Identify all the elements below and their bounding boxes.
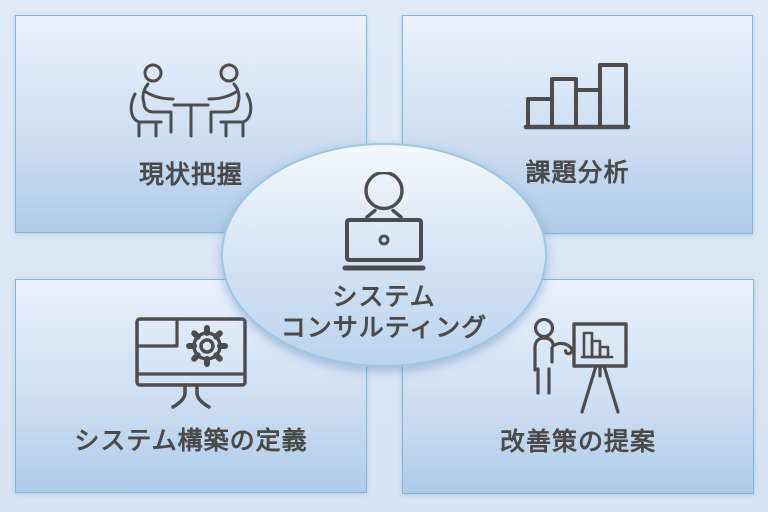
card-current-status: 現状把握 xyxy=(15,15,367,233)
card-label: 課題分析 xyxy=(525,158,630,187)
diagram-title: システム コンサルティング xyxy=(281,282,488,345)
monitor-gear-icon xyxy=(135,316,247,414)
gear-icon xyxy=(186,325,228,368)
consultant-laptop-icon xyxy=(342,171,426,272)
meeting-icon xyxy=(125,58,257,146)
diagram-title-line1: システム xyxy=(332,282,436,311)
presentation-icon xyxy=(526,317,630,417)
card-label: 現状把握 xyxy=(138,161,243,190)
diagram-title-line2: コンサルティング xyxy=(280,314,488,342)
center-ellipse: システム コンサルティング xyxy=(221,143,547,367)
card-label: システム構築の定義 xyxy=(74,427,308,456)
card-label: 改善策の提案 xyxy=(499,427,656,456)
bar-chart-icon xyxy=(520,62,636,134)
